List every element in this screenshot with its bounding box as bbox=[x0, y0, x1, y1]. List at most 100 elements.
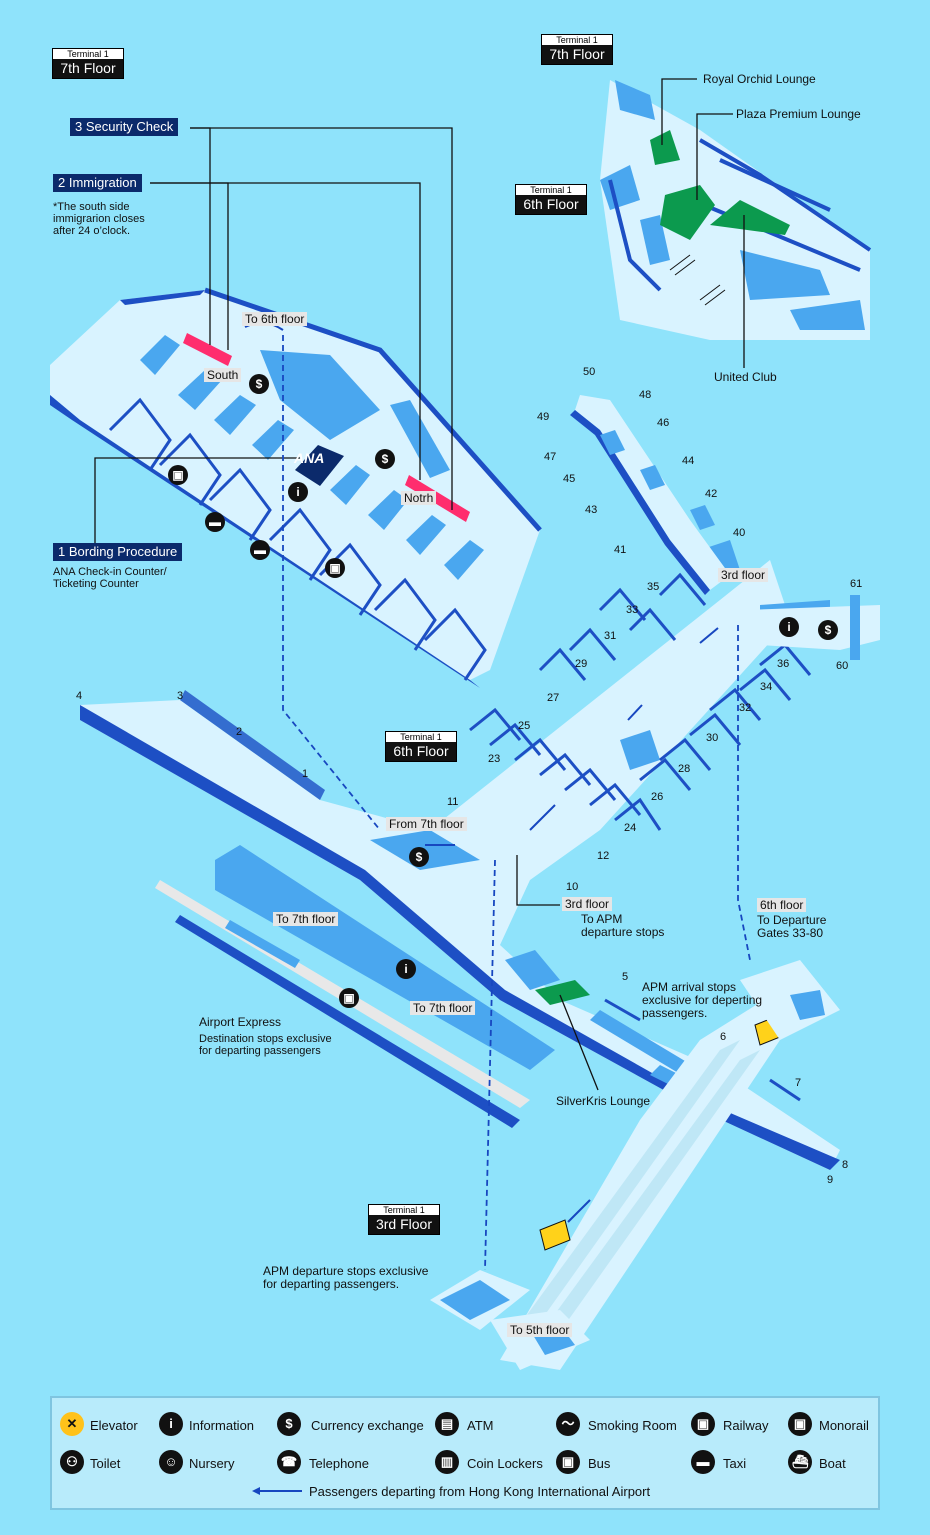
gate-number: 35 bbox=[647, 581, 660, 593]
floor-label: 7th Floor bbox=[542, 45, 612, 64]
gate-number: 26 bbox=[651, 791, 664, 803]
railway-icon: ▣ bbox=[691, 1412, 715, 1436]
gate-number: 8 bbox=[842, 1159, 849, 1171]
gate-number: 23 bbox=[488, 753, 501, 765]
terminal-label: Terminal 1 bbox=[542, 35, 612, 45]
gate-number: 41 bbox=[614, 544, 627, 556]
gate-number: 28 bbox=[678, 763, 691, 775]
floor-header-7f-top: Terminal 1 7th Floor bbox=[541, 34, 613, 65]
floor-label: 6th Floor bbox=[516, 195, 586, 214]
apm-arrival-label: APM arrival stops exclusive for depertin… bbox=[642, 981, 762, 1020]
gate-number: 1 bbox=[302, 768, 309, 780]
from-7th-floor-label: From 7th floor bbox=[386, 817, 467, 831]
label-line: To APM bbox=[581, 912, 623, 926]
label-line: APM arrival stops bbox=[642, 980, 737, 994]
floor-header-3f: Terminal 1 3rd Floor bbox=[368, 1204, 440, 1235]
legend-label: Information bbox=[189, 1418, 255, 1433]
legend-label: Railway bbox=[723, 1418, 769, 1433]
currency-exchange-icon: $ bbox=[375, 449, 395, 469]
floor-label: 3rd Floor bbox=[369, 1215, 439, 1234]
monorail-icon: ▣ bbox=[788, 1412, 812, 1436]
route-arrows bbox=[244, 322, 719, 1223]
terminal-label: Terminal 1 bbox=[369, 1205, 439, 1215]
gate-number: 25 bbox=[518, 720, 531, 732]
legend-route-label: Passengers departing from Hong Kong Inte… bbox=[309, 1484, 651, 1499]
boarding-procedure-badge: 1 Bording Procedure bbox=[53, 543, 183, 561]
gate-number: 29 bbox=[575, 658, 588, 670]
taxi-icon: ▬ bbox=[691, 1450, 715, 1474]
security-check-badge: 3 Security Check bbox=[70, 118, 179, 136]
gate-number: 43 bbox=[585, 504, 598, 516]
currency-exchange-icon: $ bbox=[277, 1412, 301, 1436]
route-arrow-icon bbox=[252, 1487, 302, 1495]
gate-number: 61 bbox=[850, 578, 863, 590]
legend-label: Smoking Room bbox=[588, 1418, 677, 1433]
gate-number: 9 bbox=[827, 1174, 834, 1186]
label-line: APM departure stops exclusive bbox=[263, 1264, 429, 1278]
south-label: South bbox=[204, 368, 242, 382]
ana-logo: ANA bbox=[294, 450, 325, 466]
floor-label: 6th Floor bbox=[386, 742, 456, 761]
floor-header-6f-top: Terminal 1 6th Floor bbox=[515, 184, 587, 215]
ana-logo-shape bbox=[295, 445, 344, 486]
gate-number: 7 bbox=[795, 1077, 802, 1089]
information-icon: i bbox=[779, 617, 799, 637]
label-line: departure stops bbox=[581, 925, 665, 939]
gate-number: 30 bbox=[706, 732, 719, 744]
lounge-inset bbox=[600, 80, 872, 340]
legend-label: ATM bbox=[467, 1418, 494, 1433]
floor-label: 7th Floor bbox=[53, 59, 123, 78]
third-floor-label-east: 3rd floor bbox=[718, 568, 769, 582]
floor-header-6f-mid: Terminal 1 6th Floor bbox=[385, 731, 457, 762]
gate-number: 49 bbox=[537, 411, 550, 423]
legend-label: Elevator bbox=[90, 1418, 138, 1433]
immigration-badge: 2 Immigration bbox=[53, 174, 142, 192]
coin-lockers-icon: ▥ bbox=[435, 1450, 459, 1474]
terminal-label: Terminal 1 bbox=[386, 732, 456, 742]
legend-label: Taxi bbox=[723, 1456, 747, 1471]
note-line: ANA Check-in Counter/ bbox=[53, 566, 167, 578]
to-5th-floor-label: To 5th floor bbox=[507, 1323, 573, 1337]
third-floor-label-west: 3rd floor bbox=[562, 897, 613, 911]
airport-express-label: Airport Express bbox=[199, 1015, 282, 1029]
legend-label: Toilet bbox=[90, 1456, 121, 1471]
north-security bbox=[405, 475, 470, 522]
telephone-icon: ☎ bbox=[277, 1450, 301, 1474]
united-club-label: United Club bbox=[714, 370, 777, 384]
information-icon: i bbox=[396, 959, 416, 979]
currency-exchange-icon: $ bbox=[249, 374, 269, 394]
gate-number: 60 bbox=[836, 660, 849, 672]
label-line: passengers. bbox=[642, 1006, 708, 1020]
legend-label: Nursery bbox=[189, 1456, 235, 1471]
gate-number: 11 bbox=[447, 796, 459, 808]
taxi-icon: ▬ bbox=[250, 540, 270, 560]
boarding-note: ANA Check-in Counter/ Ticketing Counter bbox=[53, 566, 167, 590]
gate-number: 32 bbox=[739, 702, 752, 714]
legend-label: Bus bbox=[588, 1456, 611, 1471]
taxi-icon: ▬ bbox=[205, 512, 225, 532]
note-line: Ticketing Counter bbox=[53, 578, 139, 590]
nursery-icon: ☺ bbox=[159, 1450, 183, 1474]
apm-departure-label: APM departure stops exclusive for depart… bbox=[263, 1265, 428, 1291]
immigration-note: *The south side immigrarion closes after… bbox=[53, 201, 145, 237]
bus-icon: ▣ bbox=[325, 558, 345, 578]
airport-express-note: Destination stops exclusive for departin… bbox=[199, 1033, 332, 1057]
gate-number: 5 bbox=[622, 971, 629, 983]
gate-number: 31 bbox=[604, 630, 617, 642]
label-line: exclusive for deperting bbox=[642, 993, 763, 1007]
gate-number: 40 bbox=[733, 527, 746, 539]
plaza-premium-lounge-label: Plaza Premium Lounge bbox=[736, 107, 861, 121]
information-icon: i bbox=[159, 1412, 183, 1436]
boat-icon: ⛴ bbox=[788, 1450, 812, 1474]
gate-number: 46 bbox=[657, 417, 670, 429]
gate-number: 48 bbox=[639, 389, 652, 401]
silverkris-lounge-label: SilverKris Lounge bbox=[556, 1094, 651, 1108]
legend-label: Telephone bbox=[309, 1456, 369, 1471]
to-7th-floor-label-b: To 7th floor bbox=[410, 1001, 476, 1015]
elevator-icon: ✕ bbox=[60, 1412, 84, 1436]
to-6th-floor-label: To 6th floor bbox=[242, 312, 308, 326]
legend-label: Boat bbox=[819, 1456, 846, 1471]
toilet-icon: ⚇ bbox=[60, 1450, 84, 1474]
north-label: Notrh bbox=[401, 491, 437, 505]
label-line: Gates 33-80 bbox=[757, 926, 824, 940]
